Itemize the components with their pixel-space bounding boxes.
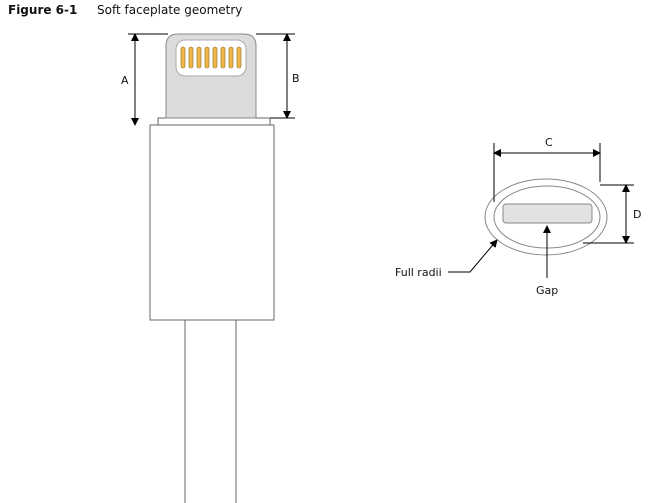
dimension-c [493,143,601,202]
label-d: D [633,208,641,221]
contact-pin [188,46,194,69]
figure-number: Figure 6-1 [8,3,77,17]
connector-body [149,124,275,321]
label-gap: Gap [536,284,558,297]
contact-pin [212,46,218,69]
full-radii-leader [448,239,498,273]
cable [184,319,237,503]
label-a: A [121,74,129,87]
faceplate-end-view [484,178,608,256]
label-b: B [292,72,300,85]
connector-collar [157,117,271,126]
contact-pins [180,46,242,69]
label-c: C [545,136,553,149]
contact-pin [180,46,186,69]
contact-pin [196,46,202,69]
label-full-radii: Full radii [395,266,442,279]
dimension-d [583,184,634,244]
dimension-b [256,33,295,119]
lightning-plug [165,33,257,119]
contact-pin [228,46,234,69]
contact-pin [204,46,210,69]
contact-pin [220,46,226,69]
dimension-a [128,33,168,126]
figure-title: Soft faceplate geometry [97,3,242,17]
contact-pin [236,46,242,69]
